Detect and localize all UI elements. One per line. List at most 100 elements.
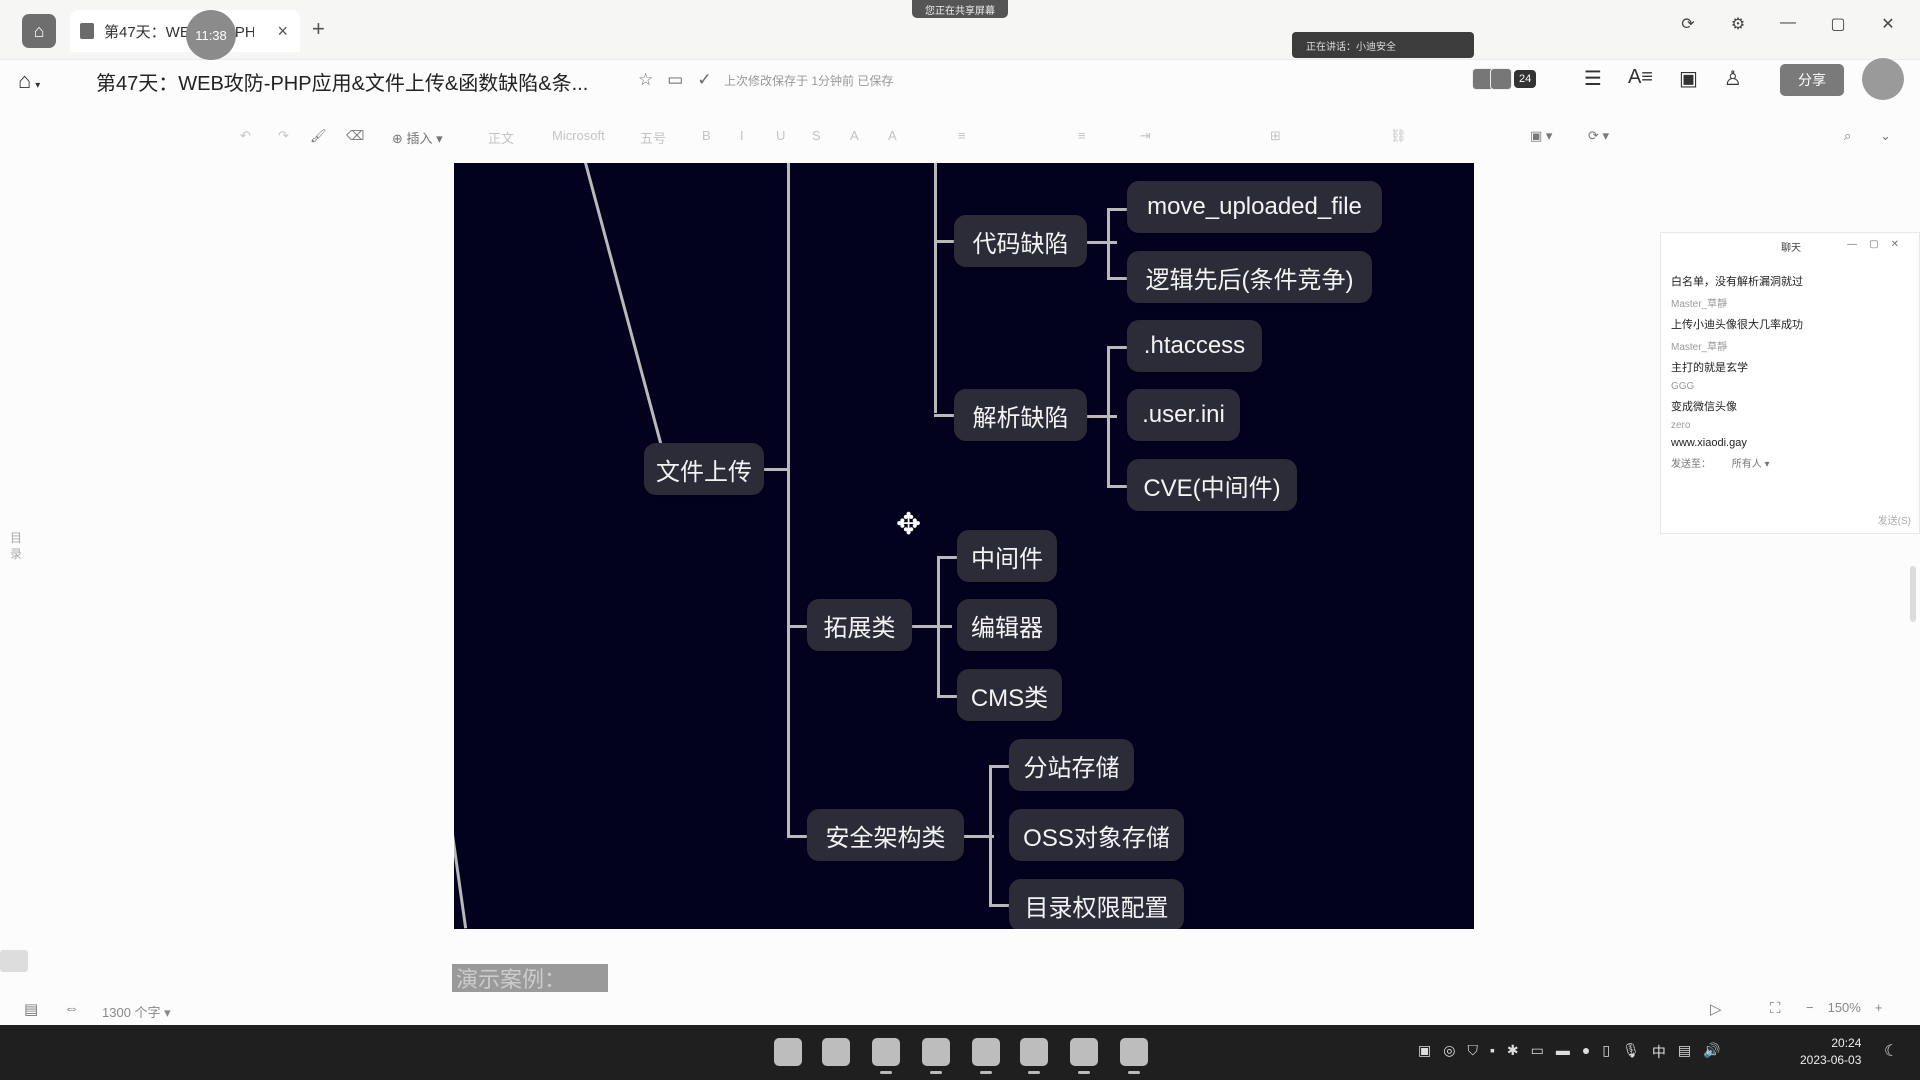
photos-icon[interactable] xyxy=(1120,1038,1148,1074)
edge-icon[interactable] xyxy=(872,1038,900,1074)
highlight-icon[interactable]: A xyxy=(850,128,859,143)
screen-share-banner[interactable]: 您正在共享屏幕 xyxy=(912,0,1008,18)
browser-icon[interactable] xyxy=(972,1038,1000,1074)
word-count[interactable]: 1300 个字 ▾ xyxy=(102,1005,171,1020)
comment-icon[interactable] xyxy=(0,950,28,972)
close-tab-icon[interactable]: × xyxy=(277,21,288,41)
zoom-in-icon[interactable]: + xyxy=(1874,1000,1883,1015)
collapse-toolbar-icon[interactable]: ⌄ xyxy=(1880,128,1891,143)
format-painter-icon[interactable]: 🖌 xyxy=(310,128,327,143)
undo-icon[interactable]: ↶ xyxy=(240,128,251,143)
tray-usb-icon[interactable]: ▯ xyxy=(1602,1042,1611,1058)
node-code-defect[interactable]: 代码缺陷 xyxy=(954,215,1087,267)
node-htaccess[interactable]: .htaccess xyxy=(1127,320,1262,372)
home-icon[interactable]: ⌂▾ xyxy=(18,68,41,93)
align-icon[interactable]: ≡ xyxy=(1078,128,1086,143)
volume-icon[interactable]: 🔊 xyxy=(1703,1042,1721,1058)
microphone-icon[interactable]: 🎙 xyxy=(1622,1042,1640,1058)
node-security-architecture[interactable]: 安全架构类 xyxy=(807,809,964,861)
input-method[interactable]: 中 xyxy=(1651,1044,1666,1060)
notification-icon[interactable]: ☾ xyxy=(1884,1043,1899,1060)
image-icon[interactable]: ▣ ▾ xyxy=(1530,128,1553,143)
tray-bluetooth-icon[interactable]: ✱ xyxy=(1506,1042,1519,1058)
node-editor[interactable]: 编辑器 xyxy=(957,599,1057,651)
link-icon[interactable]: ⛓ xyxy=(1390,128,1407,143)
plugin-icon[interactable]: ⟳ ▾ xyxy=(1588,128,1610,143)
node-dir-permission[interactable]: 目录权限配置 xyxy=(1009,879,1184,929)
insert-menu[interactable]: ⊕ 插入 ▾ xyxy=(392,131,443,146)
underline-icon[interactable]: U xyxy=(776,128,786,143)
node-user-ini[interactable]: .user.ini xyxy=(1127,389,1240,441)
start-icon[interactable] xyxy=(774,1038,802,1066)
page-view-icon[interactable]: ⇔ xyxy=(64,1000,79,1017)
connector-line xyxy=(1087,241,1117,244)
text-color-icon[interactable]: A xyxy=(888,128,897,143)
zoom-out-icon[interactable]: − xyxy=(1806,1000,1814,1015)
node-logic-order[interactable]: 逻辑先后(条件竞争) xyxy=(1127,251,1372,303)
user-avatar[interactable] xyxy=(1862,58,1904,100)
list-icon[interactable]: ≡ xyxy=(958,128,966,143)
file-explorer-icon[interactable] xyxy=(822,1038,850,1066)
node-move-uploaded-file[interactable]: move_uploaded_file xyxy=(1127,181,1382,233)
document-title[interactable]: 第47天：WEB攻防-PHP应用&文件上传&函数缺陷&条... xyxy=(96,73,589,95)
eraser-icon[interactable]: ⌫ xyxy=(346,128,365,143)
node-middleware[interactable]: 中间件 xyxy=(957,530,1057,582)
network-icon[interactable]: ▤ xyxy=(1677,1042,1692,1058)
outline-toggle[interactable]: 目录 xyxy=(10,531,23,561)
node-cve-middleware[interactable]: CVE(中间件) xyxy=(1127,459,1297,511)
italic-icon[interactable]: I xyxy=(740,128,744,143)
star-icon[interactable]: ☆ xyxy=(638,70,654,89)
clock[interactable]: 20:24 2023-06-03 xyxy=(1800,1035,1861,1069)
indent-icon[interactable]: ⇥ xyxy=(1140,128,1151,143)
present-icon[interactable]: ▣ xyxy=(1678,68,1698,90)
chrome-icon[interactable] xyxy=(922,1038,950,1074)
tray-image-icon[interactable]: ▣ xyxy=(1418,1042,1432,1058)
tray-display-icon[interactable]: ▭ xyxy=(1530,1042,1544,1058)
zoom-level[interactable]: 150% xyxy=(1827,1000,1861,1015)
close-window-icon[interactable]: ✕ xyxy=(1881,16,1895,33)
mindmap-image[interactable]: 文件上传 代码缺陷 move_uploaded_file 逻辑先后(条件竞争) … xyxy=(454,163,1474,929)
send-to-select[interactable]: 所有人 xyxy=(1731,459,1762,470)
minimize-icon[interactable]: — xyxy=(1780,14,1796,31)
node-substation-storage[interactable]: 分站存储 xyxy=(1009,739,1134,791)
document-tab[interactable]: 第47天：WEB攻防-PHP应用&文件上传&函数缺陷&条件竞争 × xyxy=(70,10,300,52)
node-file-upload[interactable]: 文件上传 xyxy=(644,443,764,495)
font-size-icon[interactable]: A≡ xyxy=(1627,66,1653,88)
redo-icon[interactable]: ↷ xyxy=(278,128,289,143)
chat-window-controls[interactable]: —▢✕ xyxy=(1847,239,1911,250)
refresh-icon[interactable]: ⟳ xyxy=(1681,16,1695,33)
paragraph-style-select[interactable]: 正文 xyxy=(488,131,515,146)
folder-icon[interactable]: ▭ xyxy=(667,70,684,89)
fullscreen-icon[interactable]: ⛶ xyxy=(1770,1000,1781,1017)
play-icon[interactable]: ▷ xyxy=(1710,1001,1722,1018)
app-icon[interactable] xyxy=(1020,1038,1048,1074)
send-button[interactable]: 发送(S) xyxy=(1877,516,1911,527)
settings-icon[interactable]: ⚙ xyxy=(1730,16,1746,33)
tray-camera-icon[interactable]: ◎ xyxy=(1443,1042,1456,1058)
tray-monitor-icon[interactable]: ▬ xyxy=(1555,1042,1570,1058)
share-button[interactable]: 分享 xyxy=(1780,64,1844,96)
menu-icon[interactable]: ☰ xyxy=(1584,68,1602,90)
outline-icon[interactable]: ▤ xyxy=(24,1001,39,1018)
table-icon[interactable]: ⊞ xyxy=(1270,128,1281,143)
user-add-icon[interactable]: ♙ xyxy=(1723,68,1742,90)
strikethrough-icon[interactable]: S xyxy=(812,128,821,143)
font-select[interactable]: Microsoft xyxy=(552,128,605,143)
tray-dot-icon[interactable]: ● xyxy=(1581,1042,1591,1058)
tray-shield-icon[interactable]: ⛉ xyxy=(1467,1042,1478,1058)
node-extension[interactable]: 拓展类 xyxy=(807,599,912,651)
tray-app-icon[interactable]: ▪ xyxy=(1489,1042,1495,1058)
node-parse-defect[interactable]: 解析缺陷 xyxy=(954,389,1087,441)
node-oss-storage[interactable]: OSS对象存储 xyxy=(1009,809,1184,861)
scrollbar[interactable] xyxy=(1910,566,1916,622)
new-tab-button[interactable]: + xyxy=(312,16,325,41)
app-logo-icon[interactable]: ⌂ xyxy=(22,14,56,48)
bold-icon[interactable]: B xyxy=(702,128,711,143)
node-cms[interactable]: CMS类 xyxy=(957,669,1062,721)
font-size-select[interactable]: 五号 xyxy=(640,131,667,146)
docs-app-icon[interactable] xyxy=(1070,1038,1098,1074)
collaborator-avatars[interactable]: 24 xyxy=(1472,68,1537,90)
connector-line xyxy=(964,835,994,838)
search-icon[interactable]: ⌕ xyxy=(1844,128,1852,143)
maximize-icon[interactable]: ▢ xyxy=(1830,16,1846,33)
